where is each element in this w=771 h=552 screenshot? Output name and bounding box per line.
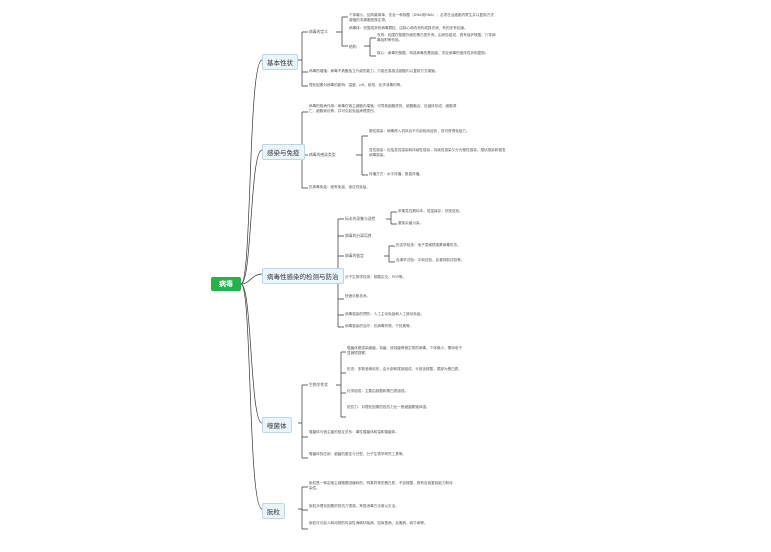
edge-b3-sub (336, 351, 346, 418)
node-virus-isolation[interactable]: 病毒的分离培养 (345, 233, 372, 238)
edge-b2-sub1 (386, 211, 397, 225)
node-text: 快速诊断技术。 (345, 294, 371, 298)
node-structure[interactable]: 结构 (349, 44, 357, 49)
node-text: 病毒的致病作用：病毒在宿主细胞内增殖，可导致细胞损伤、细胞融合、包涵体形成、细胞… (309, 104, 457, 113)
edge-b0-brace (298, 31, 308, 87)
node-text: 噬菌体的应用：细菌的鉴定与分型、分子生物学研究工具等。 (309, 452, 407, 456)
edge-root-b3 (240, 283, 263, 424)
node-text: 形态：多数呈蝌蚪形，由头部和尾部组成，头部含核酸，尾部为蛋白质。 (347, 367, 462, 371)
node-text: 避免杂菌污染。 (398, 221, 424, 225)
node-virus-definition[interactable]: 病毒的定义 (309, 29, 328, 34)
node-text: 化学组成：主要由核酸和蛋白质组成。 (347, 389, 409, 393)
node-text: 衣壳：包围在核酸外面的蛋白质外壳，由壳粒组成，具有保护核酸、介导病毒吸附等作用。 (377, 33, 496, 42)
branch-prion[interactable]: 朊粒 (262, 503, 285, 519)
node-text: 核心：病毒的核酸，构成病毒的基因组，决定病毒的遗传性状和复制。 (377, 51, 489, 55)
node-text: 病毒体：完整成熟的病毒颗粒，由核心和衣壳构成核衣壳，有的还有包膜。 (349, 26, 468, 30)
node-text: 病毒的增殖：病毒不具备独立代谢的能力，只能在易感活细胞内以复制方式增殖。 (309, 69, 439, 73)
node-text: 血清学试验：中和试验、血凝抑制试验等。 (396, 258, 465, 262)
node-text: 朊粒对理化因素的抵抗力很强，常规消毒方法难以灭活。 (309, 504, 399, 508)
node-text: 抵抗力：对理化因素的抵抗力比一般细菌繁殖体强。 (347, 405, 430, 409)
node-text: 个体最小、结构最简单，仅含一种核酸（DNA或RNA），必须在活细胞内寄生并以复制… (349, 13, 494, 22)
node-virus-identification[interactable]: 病毒的鉴定 (345, 253, 364, 258)
edge-root-b4 (240, 283, 263, 510)
edge-b2-sub2 (384, 245, 395, 263)
node-text: 病毒感染的治疗：抗病毒药物、干扰素等。 (345, 324, 414, 328)
edge-root-b1 (240, 149, 263, 285)
node-specimen-collection[interactable]: 标本的采集与送检 (345, 216, 376, 221)
root-node[interactable]: 病毒 (211, 277, 241, 291)
branch-basic-properties[interactable]: 基本性状 (262, 54, 298, 70)
node-text: 显性感染：包括急性感染和持续性感染，持续性感染又分为慢性感染、潜伏感染和慢发病毒… (369, 148, 506, 157)
node-text: 形态学检查：电子显微镜观察病毒形态。 (396, 243, 461, 247)
node-text: 理化因素对病毒的影响：温度、pH、射线、化学消毒剂等。 (309, 83, 404, 87)
node-text: 噬菌体是感染细菌、真菌、放线菌等微生物的病毒，个体微小，需用电子显微镜观察。 (347, 346, 462, 355)
edge-root-b2 (240, 273, 263, 285)
node-text: 朊粒可引起人和动物的传染性海绵状脑病，如库鲁病、克雅病、疯牛病等。 (309, 521, 428, 525)
branch-infection-immunity[interactable]: 感染与免疫 (262, 144, 305, 160)
node-text: 病毒感染的预防：人工主动免疫和人工被动免疫。 (345, 312, 425, 316)
node-text: 噬菌体与宿主菌的相互关系：毒性噬菌体和温和噬菌体。 (309, 430, 399, 434)
node-infection-types[interactable]: 病毒的感染类型 (309, 152, 336, 157)
branch-detection-prevention[interactable]: 病毒性感染的检测与防治 (262, 268, 344, 284)
branch-bacteriophage[interactable]: 噬菌体 (262, 417, 292, 433)
node-text: 传播方式：水平传播、垂直传播。 (369, 172, 423, 176)
edge-b3-brace (298, 384, 308, 459)
edge-root-b0 (240, 59, 263, 285)
node-text: 抗病毒免疫：固有免疫、适应性免疫。 (309, 185, 371, 189)
node-biological-properties[interactable]: 生物学性状 (309, 382, 328, 387)
edge-b4-brace (298, 486, 308, 530)
node-text: 朊粒是一种由宿主细胞基因编码的、构象异常的蛋白质，不含核酸，具有自我复制能力和传… (309, 481, 453, 490)
edge-b0-sub (336, 16, 376, 57)
node-text: 隐性感染：病毒侵入机体后不引起临床症状，但可获得免疫力。 (369, 129, 470, 133)
node-text: 分子生物学检测：核酸杂交、PCR等。 (345, 275, 407, 279)
edge-b1-sub (356, 135, 368, 176)
node-text: 采集急性期标本，低温保存，尽快送检。 (398, 209, 463, 213)
